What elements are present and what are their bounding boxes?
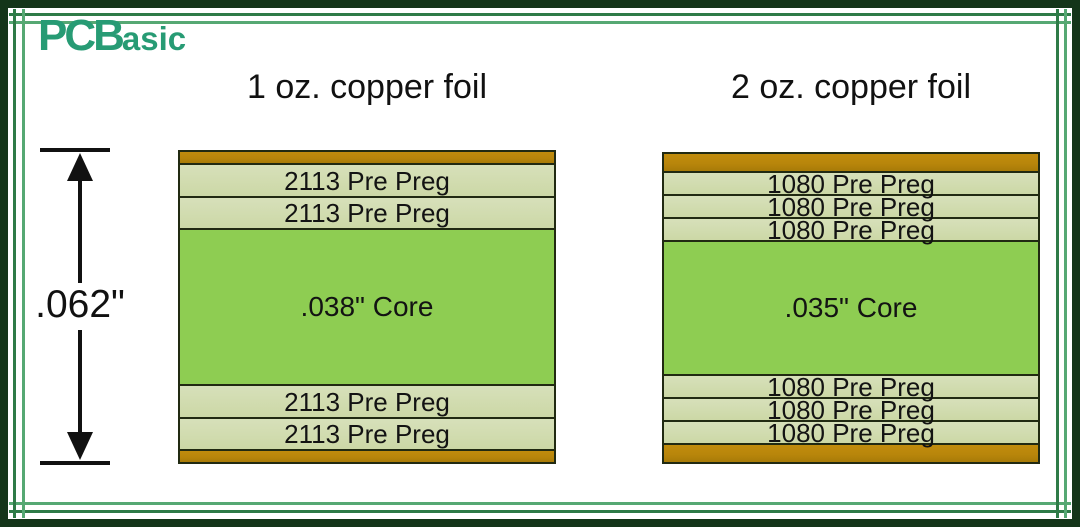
prepreg-label: 2113 Pre Preg [284,198,450,228]
core-layer: .038" Core [178,228,556,386]
prepreg-layer: 2113 Pre Preg [178,163,556,198]
dimension-line-lower [78,330,82,434]
prepreg-label: 2113 Pre Preg [284,165,450,196]
frame-line-top-light [9,21,1071,24]
frame-line-left-dark [13,9,16,518]
prepreg-layer: 1080 Pre Preg [662,191,1040,222]
frame-line-right-light [1064,9,1067,518]
frame-line-bottom-light [9,502,1071,505]
pcbasic-logo: PCBasic [38,14,186,58]
prepreg-label: 1080 Pre Preg [767,394,935,425]
prepreg-label: 1080 Pre Preg [767,168,935,199]
arrowhead-up-icon [67,153,93,181]
core-layer: .035" Core [662,240,1040,376]
prepreg-layer: 2113 Pre Preg [178,196,556,230]
prepreg-label: 1080 Pre Preg [767,191,935,222]
thickness-dimension-label: .062" [25,283,135,327]
prepreg-label: 2113 Pre Preg [284,386,450,417]
frame-line-right-dark [1056,9,1059,518]
prepreg-label: 1080 Pre Preg [767,214,935,245]
prepreg-label: 2113 Pre Preg [284,419,450,449]
dimension-line-upper [78,178,82,284]
prepreg-layer: 1080 Pre Preg [662,371,1040,402]
stackup-title-2oz: 2 oz. copper foil [730,68,972,106]
copper-foil-layer [178,449,556,464]
frame-line-bottom-dark [9,510,1071,513]
frame-line-top-dark [9,13,1071,16]
dimension-cap-bottom [40,461,110,465]
stackup-2oz: 1080 Pre Preg 1080 Pre Preg 1080 Pre Pre… [662,152,1040,464]
logo-pcb-text: PCB [38,11,125,60]
prepreg-layer: 1080 Pre Preg [662,214,1040,245]
prepreg-layer: 1080 Pre Preg [662,394,1040,425]
frame-line-left-light [22,9,25,518]
core-label: .035" Core [784,292,918,323]
prepreg-layer: 1080 Pre Preg [662,168,1040,199]
prepreg-label: 1080 Pre Preg [767,417,935,448]
prepreg-label: 1080 Pre Preg [767,371,935,402]
stackup-1oz: 2113 Pre Preg 2113 Pre Preg .038" Core 2… [178,150,556,464]
prepreg-layer: 2113 Pre Preg [178,417,556,451]
arrowhead-down-icon [67,432,93,460]
prepreg-layer: 2113 Pre Preg [178,384,556,419]
stackup-title-1oz: 1 oz. copper foil [246,68,488,106]
logo-asic-text: asic [121,20,187,57]
core-label: .038" Core [300,291,434,322]
prepreg-layer: 1080 Pre Preg [662,417,1040,448]
copper-foil-layer [662,443,1040,464]
dimension-cap-top [40,148,110,152]
